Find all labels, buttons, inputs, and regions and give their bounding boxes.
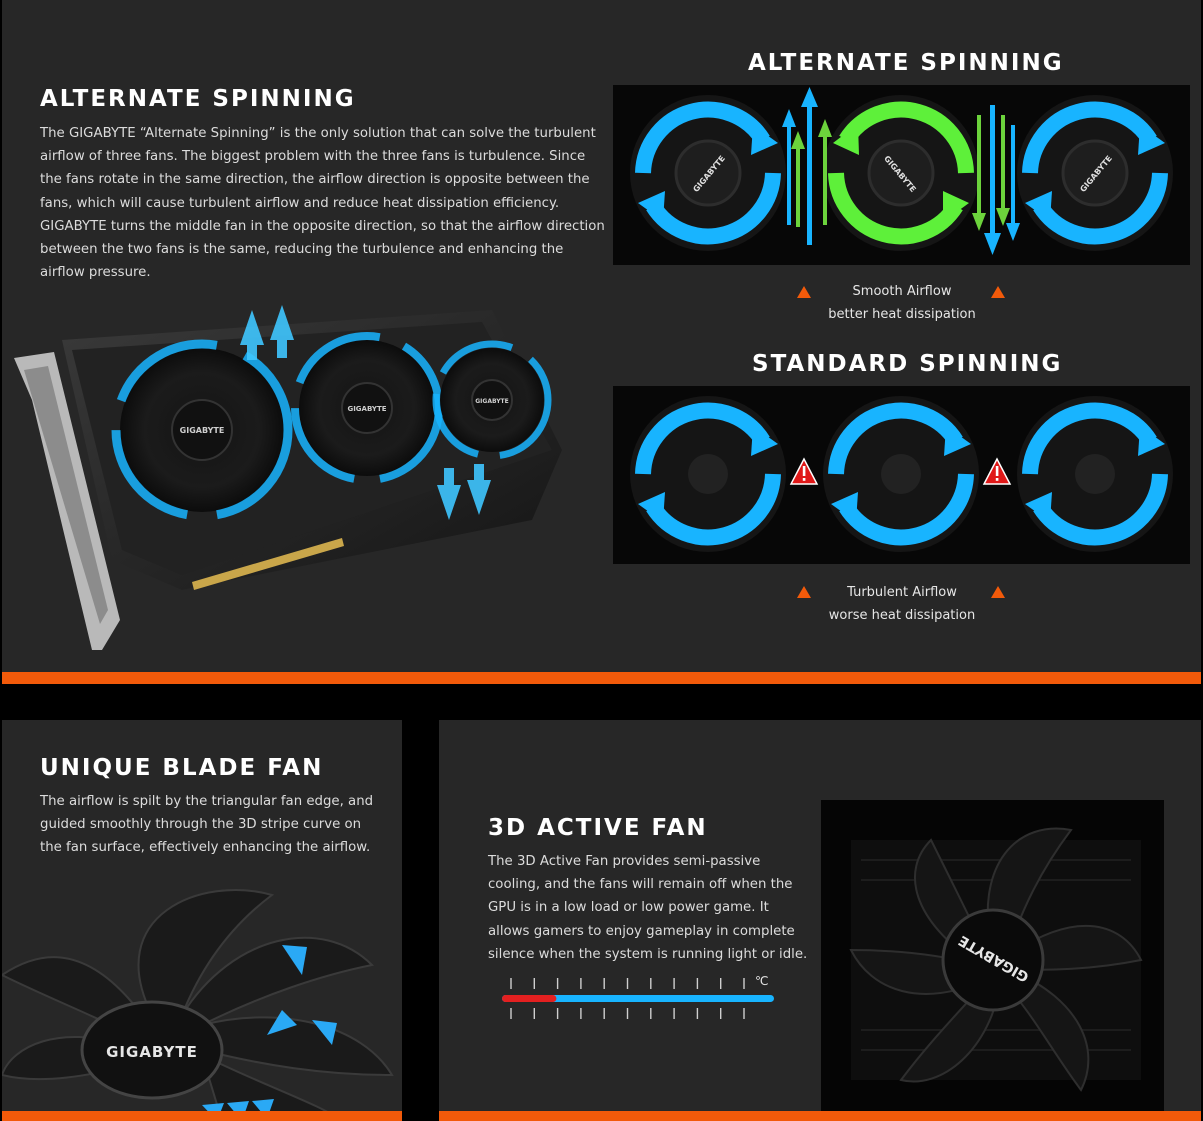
alternate-caption-line2: better heat dissipation [828, 307, 976, 322]
standard-caption: Turbulent Airflow worse heat dissipation [802, 581, 1002, 627]
fan-hub [941, 908, 1045, 1012]
temperature-track [502, 995, 774, 1002]
unique-blade-fan-section: GIGABYTE [2, 720, 402, 1121]
pcie-connector [192, 538, 344, 590]
fan-icon [823, 396, 979, 552]
fan-hub-label: GIGABYTE [180, 426, 225, 435]
temperature-bar [502, 978, 774, 1019]
warning-icon [982, 457, 1012, 485]
up-triangle-icon [991, 586, 1005, 598]
up-triangle-icon [797, 586, 811, 598]
standard-spinning-diagram [613, 386, 1190, 564]
fan-hub-label: GIGABYTE [347, 405, 386, 413]
fan-icon: GIGABYTE [630, 95, 786, 251]
temperature-unit: ℃ [755, 974, 769, 988]
fan-icon [630, 396, 786, 552]
standard-caption-line2: worse heat dissipation [828, 608, 976, 623]
section-title-alternate-spinning: ALTERNATE SPINNING [40, 86, 356, 112]
scale-ticks-bottom [510, 1008, 745, 1019]
section-divider-bar [2, 672, 1201, 684]
warning-icon [789, 457, 819, 485]
section-divider-bar [439, 1111, 1201, 1121]
fan-icon [1017, 396, 1173, 552]
fan-icon: GIGABYTE [291, 332, 443, 484]
fan-icon: GIGABYTE [1017, 95, 1173, 251]
standard-diagram-title: STANDARD SPINNING [752, 351, 1063, 377]
arrow-up-icon [782, 87, 832, 245]
up-triangle-icon [991, 286, 1005, 298]
blade-fan-illustration: GIGABYTE [2, 889, 394, 1121]
fan-icon: GIGABYTE [823, 95, 979, 251]
alternate-caption: Smooth Airflow better heat dissipation [802, 280, 1002, 326]
up-triangle-icon [797, 286, 811, 298]
scale-ticks-top [510, 978, 745, 989]
standard-caption-line1: Turbulent Airflow [847, 585, 957, 600]
fan-hub-label: GIGABYTE [106, 1043, 198, 1061]
section-title-unique-blade-fan: UNIQUE BLADE FAN [40, 755, 324, 781]
section-title-3d-active-fan: 3D ACTIVE FAN [488, 815, 708, 841]
active-fan-photo: GIGABYTE [821, 800, 1164, 1111]
unique-blade-fan-description: The airflow is spilt by the triangular f… [40, 794, 374, 856]
alternate-spinning-diagram: GIGABYTE GIGABYTE GIGABYTE [613, 85, 1190, 265]
temperature-level-fill [502, 995, 557, 1002]
fan-hub-label: GIGABYTE [475, 398, 509, 405]
fan-icon: GIGABYTE [111, 339, 293, 521]
section-divider-bar [2, 1111, 402, 1121]
fan-icon: GIGABYTE [432, 340, 552, 460]
airflow-arrows [240, 305, 491, 520]
temperature-scale: ℃ [500, 972, 780, 1022]
arrow-down-icon [972, 105, 1020, 255]
3d-active-fan-description: The 3D Active Fan provides semi-passive … [488, 854, 808, 962]
graphics-card-illustration: GIGABYTE GIGABYTE GIGABYTE [14, 305, 562, 650]
alternate-spinning-description: The GIGABYTE “Alternate Spinning” is the… [40, 126, 605, 281]
alternate-diagram-title: ALTERNATE SPINNING [748, 50, 1064, 76]
alternate-caption-line1: Smooth Airflow [852, 284, 952, 299]
